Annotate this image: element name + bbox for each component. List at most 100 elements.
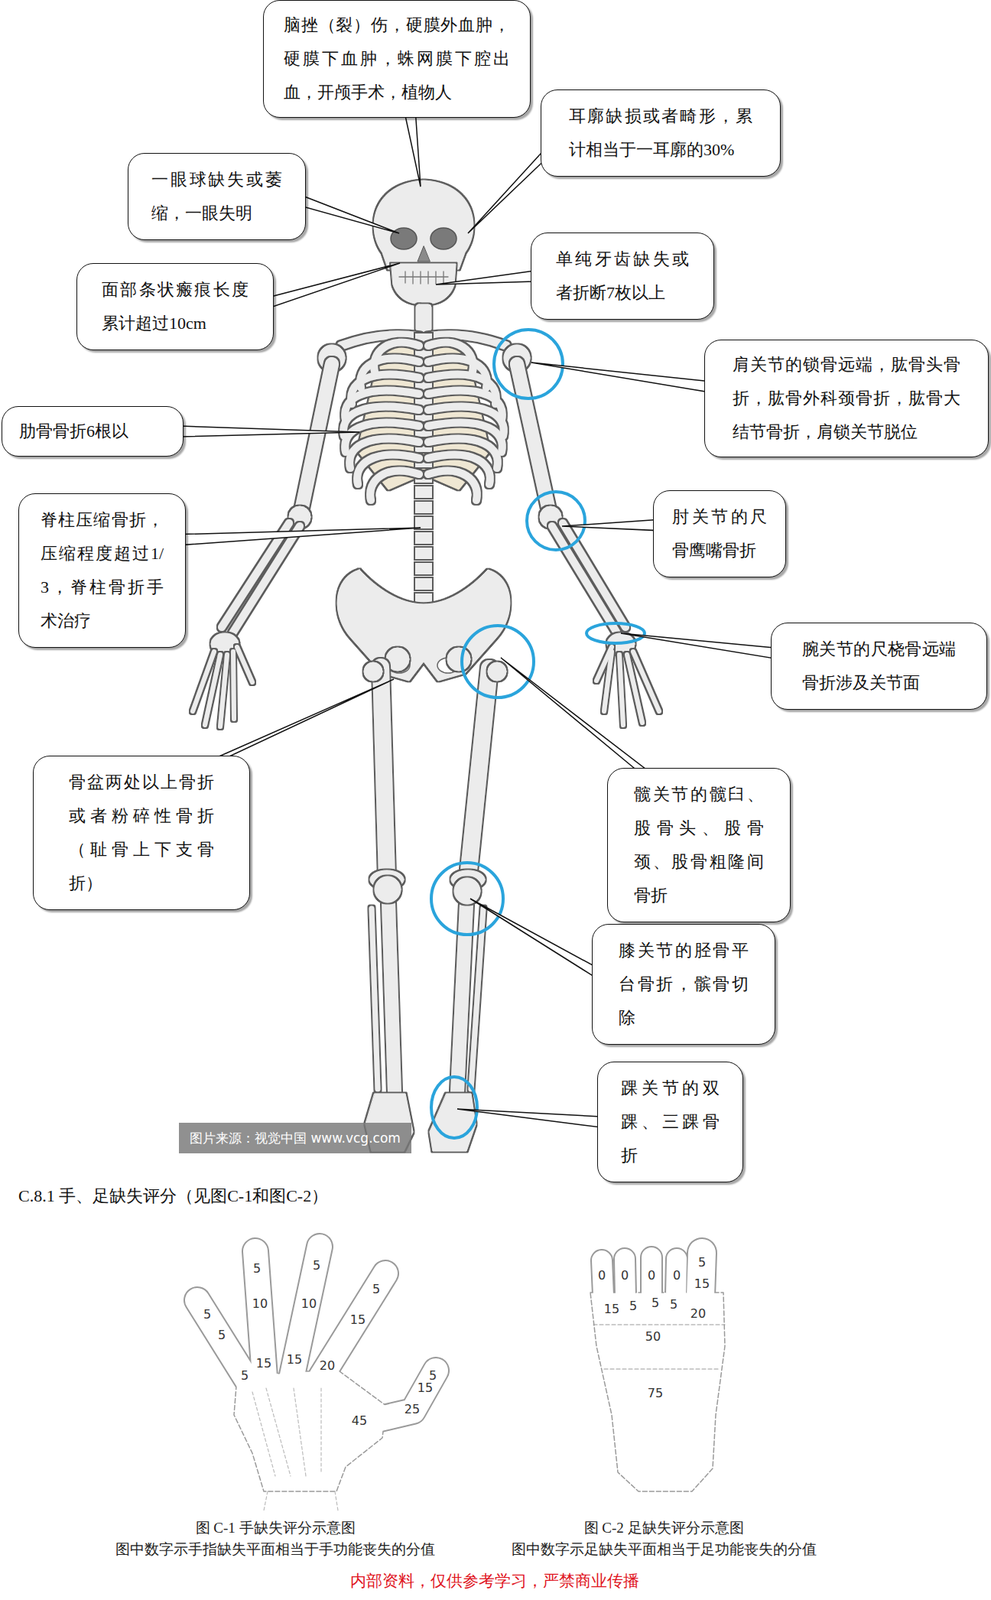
- callout-bubble: 肘关节的尺骨鹰嘴骨折: [653, 490, 787, 578]
- score-number: 15: [349, 1313, 367, 1326]
- sole: [590, 1292, 725, 1492]
- joint-circle: [461, 625, 534, 698]
- callout-bubble: 肩关节的锁骨远端，肱骨头骨折，肱骨外科颈骨折，肱骨大结节骨折，肩锁关节脱位: [704, 339, 989, 458]
- callout-pointer: [405, 113, 422, 187]
- callout-text: 脊柱压缩骨折，压缩程度超过1/3，脊柱骨折手术治疗: [40, 503, 164, 638]
- figure-caption: 图 C-1 手缺失评分示意图: [195, 1519, 356, 1537]
- callout-bubble: 耳廓缺损或者畸形，累计相当于一耳廓的30%: [540, 89, 781, 177]
- callout-text: 肘关节的尺骨鹰嘴骨折: [672, 500, 767, 568]
- score-number: 75: [646, 1387, 664, 1400]
- callout-pointer: [269, 263, 400, 308]
- femur: [380, 666, 387, 878]
- callout-bubble: 脊柱压缩骨折，压缩程度超过1/3，脊柱骨折手术治疗: [18, 493, 186, 648]
- humerus: [301, 363, 332, 511]
- joint-circle: [526, 491, 585, 550]
- score-number: 15: [603, 1302, 621, 1316]
- trochanter: [487, 662, 507, 681]
- figure-caption: 图中数字示足缺失平面相当于足功能丧失的分值: [511, 1540, 817, 1559]
- callout-bubble: 膝关节的胫骨平台骨折，髌骨切除: [591, 923, 776, 1045]
- joint-circle: [586, 623, 645, 644]
- foot-bones: [429, 1093, 476, 1151]
- foot-figure: [590, 1252, 725, 1492]
- score-number: 5: [252, 1262, 262, 1275]
- tibia: [388, 902, 395, 1092]
- finger-bones: [596, 646, 660, 725]
- score-number: 15: [255, 1357, 273, 1370]
- callout-text: 面部条状瘢痕长度累计超过10cm: [101, 272, 249, 341]
- callout-bubble: 踝关节的双踝、三踝骨折: [597, 1061, 744, 1183]
- score-number: 5: [650, 1296, 660, 1310]
- score-number: 0: [620, 1269, 630, 1282]
- score-number: 15: [693, 1277, 711, 1290]
- callout-bubble: 腕关节的尺桡骨远端骨折涉及关节面: [770, 622, 988, 710]
- callout-bubble: 脑挫（裂）伤，硬膜外血肿，硬膜下血肿，蛛网膜下腔出血，开颅手术，植物人: [263, 0, 531, 118]
- callout-pointer: [435, 270, 535, 285]
- callout-pointer: [467, 149, 545, 234]
- figure-caption: 图 C-2 足缺失评分示意图: [584, 1519, 745, 1537]
- score-number: 5: [217, 1328, 227, 1342]
- score-number: 50: [644, 1330, 662, 1343]
- joint-circle: [431, 862, 504, 935]
- callout-bubble: 髋关节的髋臼、股骨头、股骨颈、股骨粗隆间骨折: [607, 767, 791, 923]
- score-number: 45: [350, 1414, 368, 1427]
- teeth: [399, 271, 449, 284]
- score-number: 0: [597, 1269, 607, 1282]
- score-number: 5: [240, 1369, 250, 1382]
- radius: [232, 526, 300, 634]
- score-number: 10: [251, 1297, 269, 1310]
- femur-head: [447, 647, 471, 671]
- callout-text: 骨盆两处以上骨折或者粉碎性骨折（耻骨上下支骨折）: [68, 765, 215, 901]
- nose: [417, 246, 430, 262]
- callout-text: 单纯牙齿缺失或者折断7枚以上: [555, 242, 689, 310]
- score-number: 5: [428, 1369, 438, 1382]
- callout-text: 髋关节的髋臼、股骨头、股骨颈、股骨粗隆间骨折: [633, 777, 764, 913]
- callout-text: 踝关节的双踝、三踝骨折: [620, 1071, 720, 1173]
- score-number: 20: [318, 1359, 336, 1372]
- callout-pointer: [620, 633, 775, 659]
- patella: [454, 877, 481, 904]
- radius: [552, 526, 617, 632]
- ulna: [562, 523, 626, 628]
- score-number: 5: [697, 1256, 707, 1269]
- humerus: [516, 363, 550, 511]
- callout-text: 脑挫（裂）伤，硬膜外血肿，硬膜下血肿，蛛网膜下腔出血，开颅手术，植物人: [283, 8, 511, 110]
- callout-text: 肩关节的锁骨远端，肱骨头骨折，肱骨外科颈骨折，肱骨大结节骨折，肩锁关节脱位: [732, 347, 961, 449]
- femur-head: [386, 647, 410, 671]
- callout-pointer: [500, 657, 650, 772]
- section-heading: C.8.1 手、足缺失评分（见图C-1和图C-2）: [18, 1185, 329, 1208]
- callout-pointer: [179, 425, 360, 437]
- callout-pointer: [562, 519, 657, 531]
- callout-bubble: 肋骨骨折6根以: [1, 406, 184, 457]
- callout-pointer: [470, 898, 596, 978]
- cranium: [373, 180, 474, 270]
- callout-bubble: 单纯牙齿缺失或者折断7枚以上: [530, 232, 715, 320]
- level-lines: [593, 1324, 725, 1369]
- finger-bones: [192, 646, 253, 727]
- callout-text: 一眼球缺失或萎缩，一眼失明: [151, 162, 283, 231]
- finger-fill: [197, 1246, 436, 1424]
- hand-figure: [197, 1246, 436, 1511]
- neck: [415, 304, 432, 332]
- score-number: 0: [646, 1269, 657, 1282]
- callout-bubble: 一眼球缺失或萎缩，一眼失明: [127, 152, 306, 241]
- figure-caption: 图中数字示手指缺失平面相当于手功能丧失的分值: [115, 1540, 436, 1559]
- joint-circle: [431, 1076, 478, 1138]
- eye-socket: [430, 227, 457, 250]
- score-number: 25: [403, 1403, 421, 1416]
- callout-text: 膝关节的胫骨平台骨折，髌骨切除: [618, 933, 749, 1035]
- joint-circle: [493, 329, 563, 399]
- score-number: 5: [311, 1259, 322, 1272]
- callout-text: 腕关节的尺桡骨远端骨折涉及关节面: [802, 632, 956, 700]
- bone-lines: [252, 1387, 338, 1511]
- callout-text: 肋骨骨折6根以: [19, 414, 166, 449]
- callout-pointer: [211, 679, 394, 760]
- callout-pointer: [302, 195, 400, 234]
- score-number: 15: [285, 1353, 303, 1366]
- score-number: 5: [669, 1298, 679, 1311]
- callout-pointer: [531, 362, 709, 393]
- score-number: 5: [371, 1283, 381, 1296]
- footer-note: 内部资料，仅供参考学习，严禁商业传播: [350, 1571, 640, 1591]
- fibula: [371, 908, 378, 1089]
- callout-text: 耳廓缺损或者畸形，累计相当于一耳廓的30%: [568, 99, 753, 167]
